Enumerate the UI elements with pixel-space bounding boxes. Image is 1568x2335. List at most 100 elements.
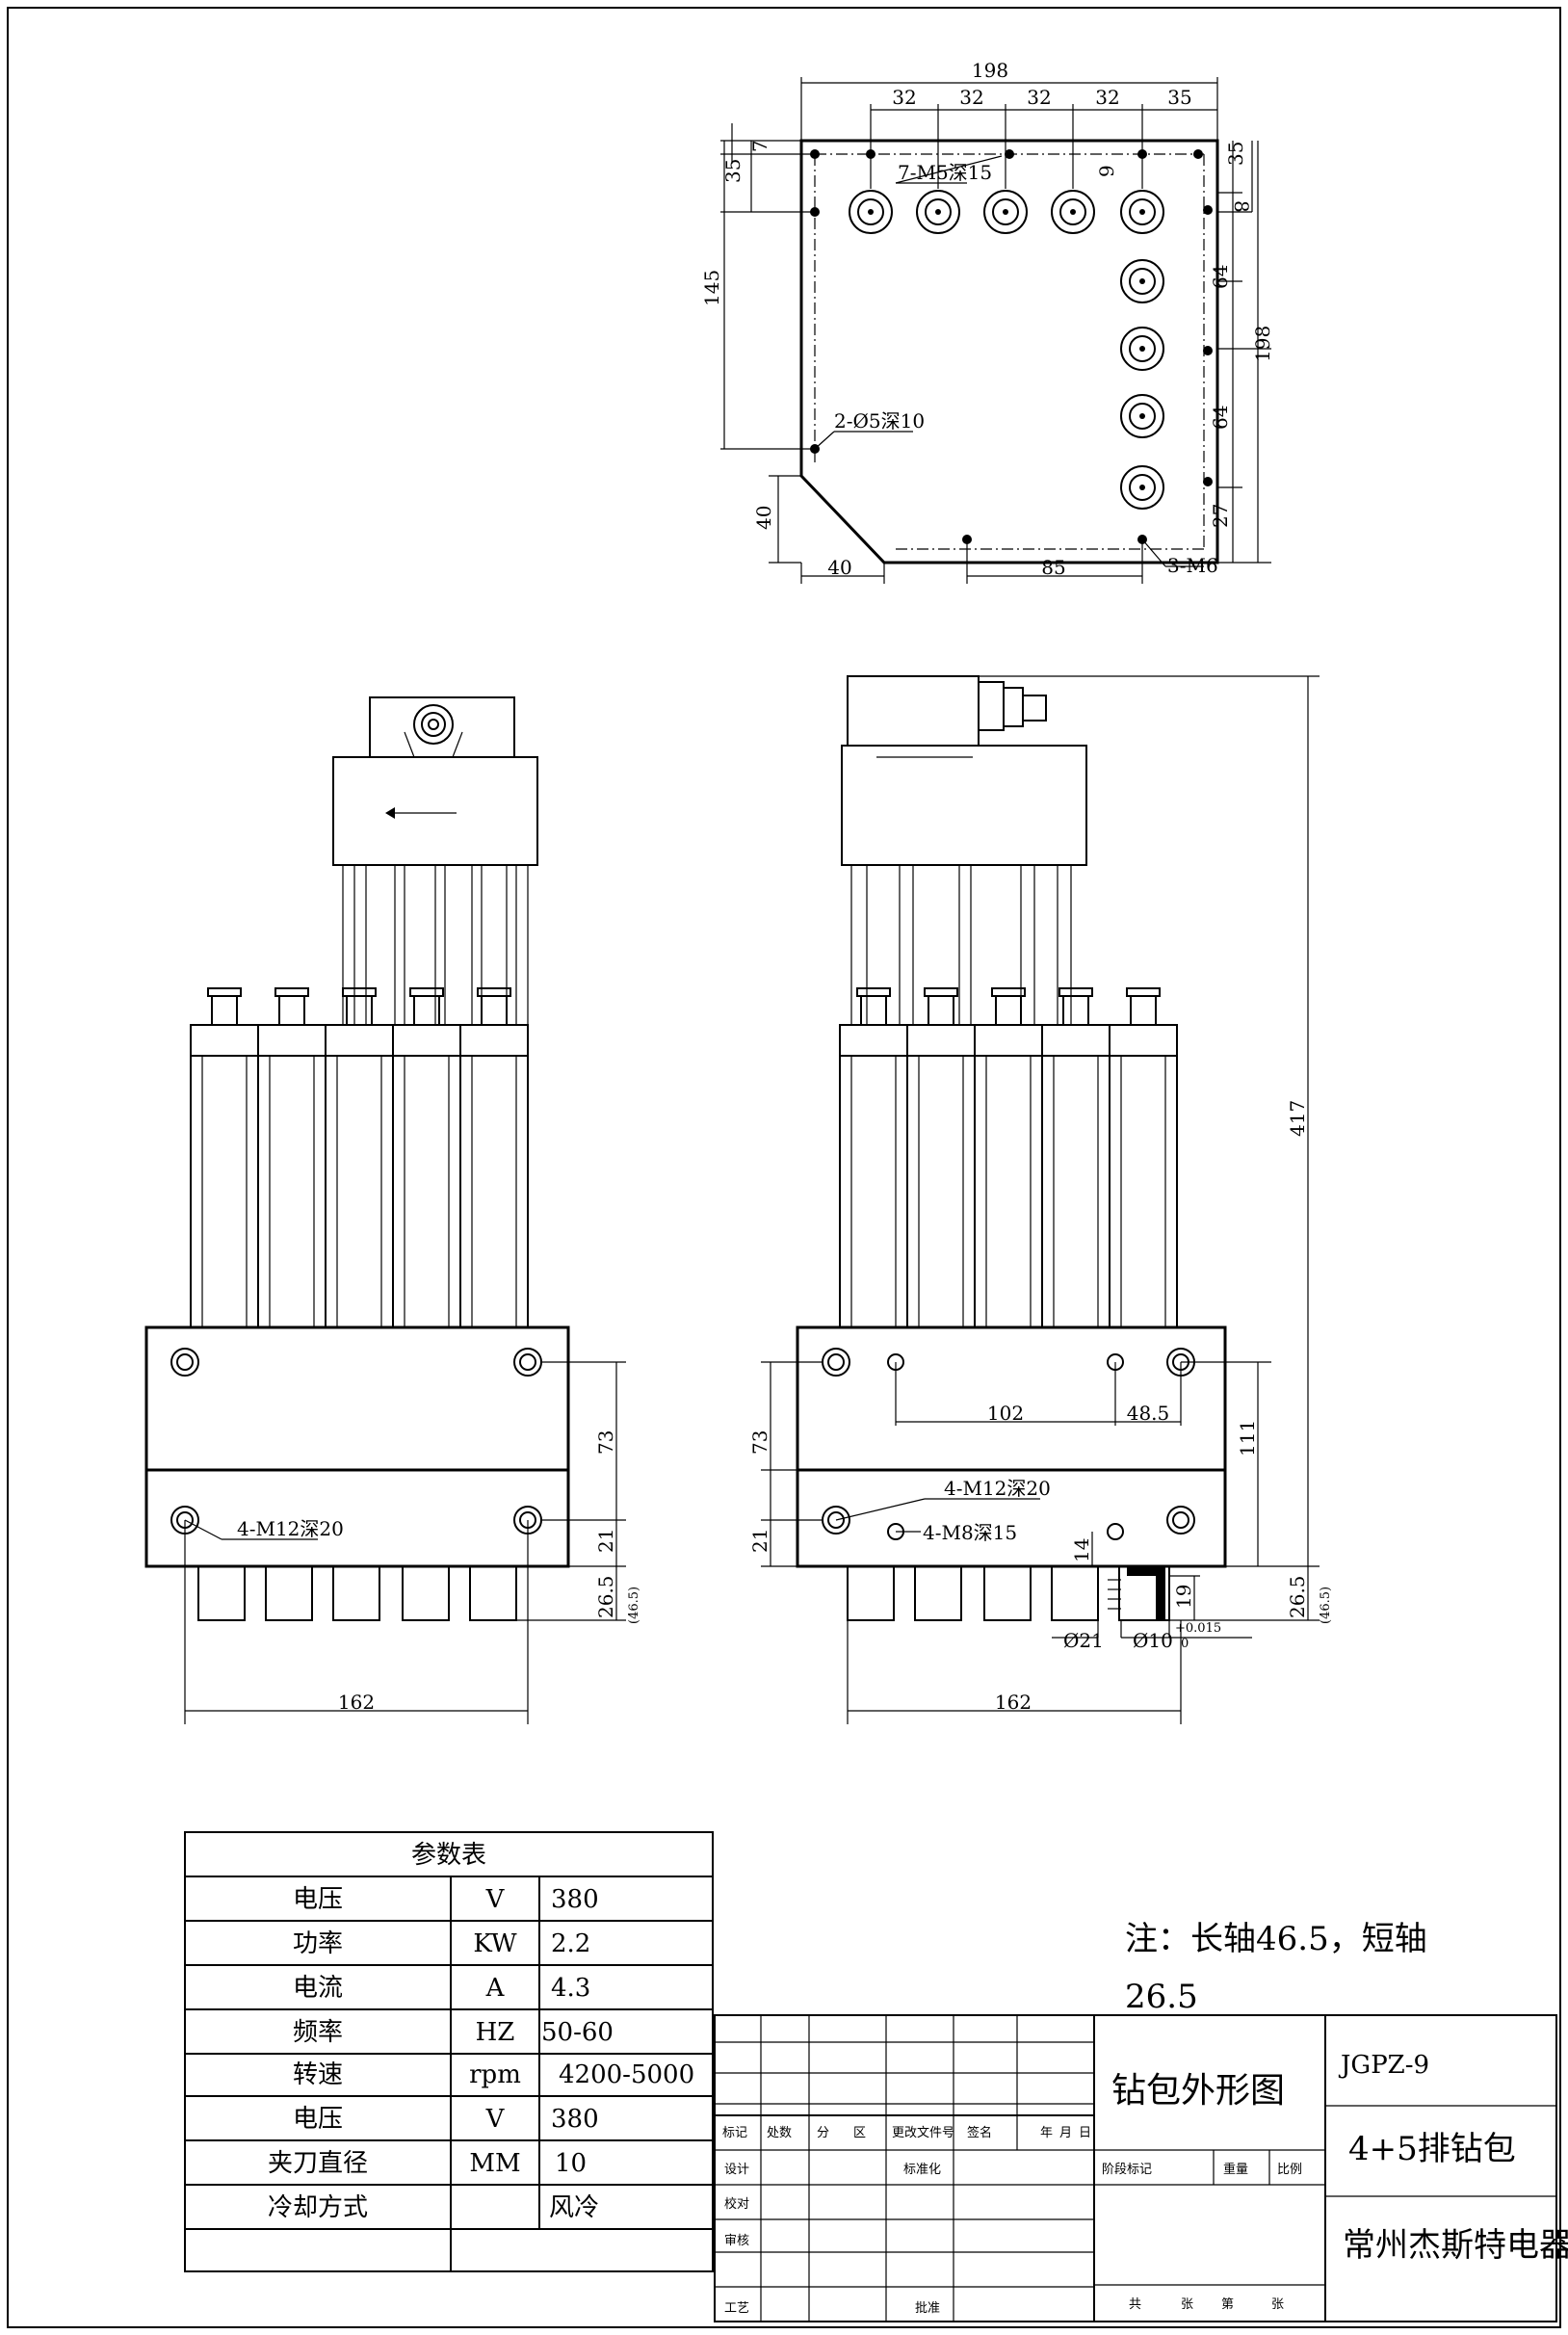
param-name: 转速 — [293, 2060, 343, 2089]
side-dim-21: 21 — [748, 1529, 771, 1553]
product-name: 4+5排钻包 — [1348, 2130, 1516, 2168]
side-chucks — [847, 1565, 1170, 1621]
param-value: 50-60 — [541, 2018, 614, 2047]
dim-right-198: 198 — [1251, 326, 1274, 362]
param-value: 风冷 — [549, 2193, 599, 2222]
tb-header: 分 — [817, 2126, 829, 2140]
tb-header: 标记 — [722, 2126, 747, 2140]
param-name: 夹刀直径 — [268, 2149, 368, 2178]
dim-right-27: 27 — [1209, 504, 1232, 528]
plate-hidden-edge — [814, 153, 1205, 550]
side-dim-19: 19 — [1172, 1585, 1195, 1609]
front-dim-lines — [184, 1361, 626, 1724]
dim-chamfer-h: 40 — [827, 556, 851, 579]
dim-right-8: 8 — [1230, 200, 1253, 213]
side-dim-417: 417 — [1286, 1100, 1309, 1137]
front-dim-21: 21 — [594, 1529, 617, 1553]
side-dim-26-5: 26.5 — [1286, 1575, 1309, 1618]
base-lower — [144, 1468, 570, 1568]
param-unit: V — [485, 1885, 506, 1914]
dim-top-198: 198 — [972, 59, 1008, 82]
dim-pitch-4: 32 — [1095, 86, 1119, 109]
side-base-holes — [822, 1348, 1195, 1540]
base-holes — [170, 1348, 542, 1535]
tb-role: 审核 — [724, 2234, 749, 2248]
dim-bottom-85: 85 — [1041, 556, 1065, 579]
param-value: 2.2 — [551, 1929, 590, 1958]
note-m6: 3-M6 — [1167, 554, 1218, 577]
plate-outline — [799, 139, 1219, 564]
dim-pitch-2: 32 — [959, 86, 983, 109]
tb-header: 签名 — [967, 2125, 992, 2140]
tb-header: 日 — [1079, 2126, 1091, 2140]
side-tol-upper: +0.015 — [1175, 1621, 1221, 1636]
front-dim-162: 162 — [338, 1691, 375, 1714]
tb-header: 年 — [1040, 2126, 1053, 2140]
dim-pitch-3: 32 — [1027, 86, 1051, 109]
param-name: 频率 — [293, 2018, 343, 2047]
param-value: 380 — [551, 2105, 599, 2134]
dim-pitch-1: 32 — [892, 86, 916, 109]
spindle-heads — [190, 987, 529, 1328]
m5-holes — [810, 149, 1213, 544]
param-name: 电压 — [293, 1885, 343, 1914]
side-note-m12: 4-M12深20 — [944, 1477, 1051, 1500]
param-table-title: 参数表 — [411, 1841, 486, 1870]
side-dim-111: 111 — [1236, 1420, 1259, 1456]
dim-chamfer-v: 40 — [752, 506, 775, 530]
side-dim-162: 162 — [995, 1691, 1032, 1714]
param-name: 冷却方式 — [268, 2193, 368, 2222]
dim-left-35: 35 — [721, 159, 745, 183]
side-dim-102: 102 — [987, 1402, 1024, 1425]
side-dim-14: 14 — [1070, 1538, 1093, 1562]
dim-right-9: 9 — [1095, 165, 1118, 177]
tb-scale: 比例 — [1277, 2163, 1302, 2177]
param-unit: MM — [469, 2149, 520, 2178]
drawing-number: JGPZ-9 — [1338, 2051, 1429, 2080]
param-name: 功率 — [293, 1929, 343, 1958]
dim-pitch-5: 35 — [1167, 86, 1191, 109]
note-line-2: 26.5 — [1125, 1978, 1198, 2016]
dim-left-145: 145 — [700, 270, 723, 306]
tb-approve: 批准 — [915, 2301, 940, 2316]
side-tol-lower: 0 — [1181, 1637, 1189, 1651]
tb-header: 区 — [853, 2126, 866, 2140]
base-upper — [144, 1325, 570, 1472]
side-terminal-box — [847, 675, 980, 747]
side-dim-46-5: (46.5) — [1319, 1587, 1333, 1624]
top-dim-lines — [720, 77, 1271, 584]
side-dim-dia10: Ø10 — [1133, 1629, 1173, 1652]
tb-standardization: 标准化 — [903, 2163, 941, 2177]
title-block: 钻包外形图 JGPZ-9 4+5排钻包 常州杰斯特电器 标记 处数 分 区 更改… — [714, 2014, 1568, 2322]
side-dim-lines — [761, 675, 1320, 1724]
side-motor-columns — [850, 865, 1072, 1025]
front-note-m12: 4-M12深20 — [237, 1517, 344, 1540]
dim-right-64b: 64 — [1209, 406, 1232, 430]
sheet-border — [7, 7, 1561, 2328]
motor-body — [332, 756, 538, 866]
side-dim-dia21: Ø21 — [1063, 1629, 1104, 1652]
motor-columns — [342, 865, 529, 1025]
side-view: 417 102 48.5 111 73 21 14 19 26.5 (46.5)… — [748, 675, 1333, 1724]
note-phi5: 2-Ø5深10 — [834, 409, 925, 433]
tb-header: 处数 — [767, 2126, 792, 2140]
side-dim-73: 73 — [748, 1430, 771, 1455]
note-m5: 7-M5深15 — [898, 161, 992, 184]
top-view: 198 32 32 32 32 35 7 35 145 8 35 9 64 19… — [700, 59, 1274, 584]
param-name: 电压 — [293, 2105, 343, 2134]
tb-role: 工艺 — [724, 2301, 749, 2316]
dim-right-35: 35 — [1224, 142, 1247, 166]
side-spindle-heads — [839, 987, 1178, 1328]
front-dim-46-5: (46.5) — [627, 1587, 641, 1624]
param-name: 电流 — [293, 1974, 343, 2003]
tb-sheets: 张 — [1181, 2297, 1193, 2312]
company-name: 常州杰斯特电器 — [1343, 2226, 1568, 2265]
param-unit: A — [485, 1974, 506, 2003]
note-line-1: 注：长轴46.5，短轴 — [1125, 1920, 1427, 1958]
side-note-m8: 4-M8深15 — [923, 1521, 1017, 1544]
param-table: 参数表 电压 V 380 功率 KW 2.2 电流 A 4.3 频率 HZ 50… — [184, 1831, 714, 2272]
spindle-holes — [849, 190, 1164, 510]
tb-total: 共 — [1129, 2297, 1141, 2312]
param-value: 380 — [551, 1885, 599, 1914]
